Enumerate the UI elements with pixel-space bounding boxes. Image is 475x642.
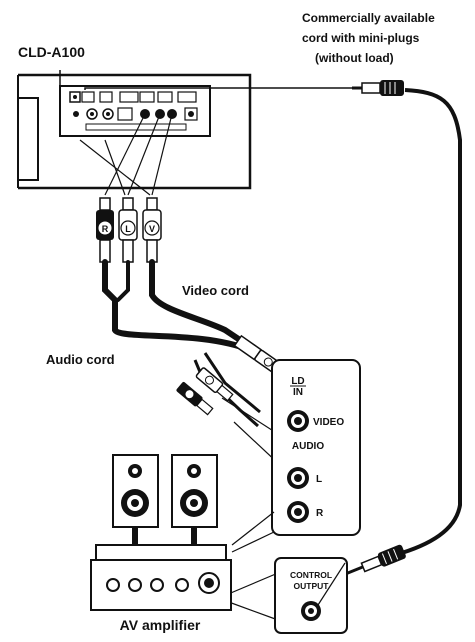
video-cord-label: Video cord [182, 283, 249, 298]
rca-plug-right: R [96, 197, 114, 263]
mini-plug-top [352, 80, 404, 96]
input-label-bottom: IN [293, 387, 303, 398]
jack-leader-lines [79, 113, 173, 196]
cord-note-line-3: (without load) [315, 51, 394, 65]
device-label: CLD-A100 [18, 44, 85, 60]
callout-lines [225, 511, 279, 621]
cord-note-line-2: cord with mini-plugs [302, 31, 420, 45]
audio-left-input-jack: L [287, 467, 322, 489]
audio-cord-ends [176, 352, 297, 481]
plug-letter-l: L [125, 224, 131, 234]
ld-player: CLD-A100 [17, 44, 252, 190]
control-cord: Commercially available cord with mini-pl… [84, 11, 462, 575]
control-output-line-2: OUTPUT [294, 581, 330, 591]
amplifier-label: AV amplifier [120, 617, 201, 633]
cord-note-line-1: Commercially available [302, 11, 435, 25]
plug-letter-r: R [102, 224, 109, 234]
plug-letter-v: V [149, 224, 155, 234]
speaker-left [112, 454, 159, 545]
av-amplifier: AV amplifier [90, 544, 232, 633]
left-jack-label: L [316, 474, 322, 485]
amplifier-input-panel: LD IN VIDEO AUDIO L R [271, 359, 361, 536]
audio-jack-label: AUDIO [292, 441, 324, 452]
rear-panel-jacks [69, 91, 198, 131]
video-jack-label: VIDEO [313, 417, 344, 428]
speaker-right [171, 454, 218, 545]
control-output-panel: CONTROL OUTPUT [274, 557, 348, 634]
rca-plug-video: V [142, 197, 162, 263]
audio-cord-label: Audio cord [46, 352, 115, 367]
right-jack-label: R [316, 508, 324, 519]
audio-right-input-jack: R [287, 501, 324, 523]
input-label-top: LD [291, 376, 304, 387]
rca-plug-left: L [118, 197, 138, 263]
mini-plug-bottom [346, 544, 406, 575]
control-output-line-1: CONTROL [290, 570, 332, 580]
video-input-jack: VIDEO [287, 410, 344, 432]
